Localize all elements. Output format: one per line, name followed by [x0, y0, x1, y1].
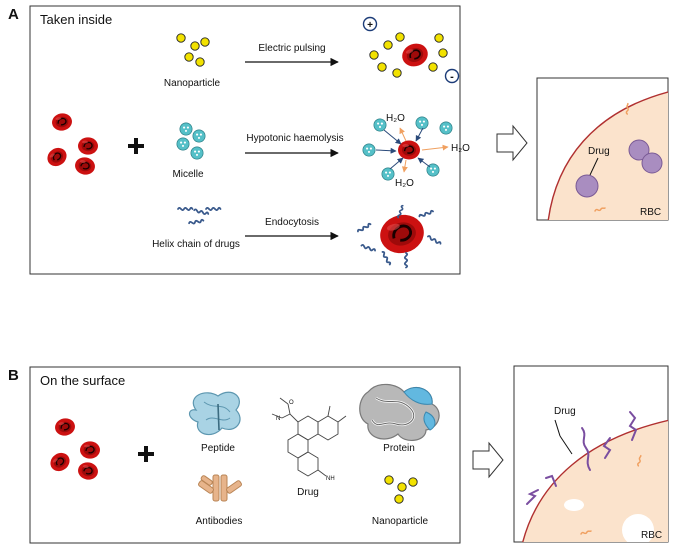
inset-a: Drug RBC [536, 77, 669, 221]
rbc-membrane-b [522, 419, 668, 542]
antibody-icon [198, 474, 242, 502]
peptide-icon [188, 391, 241, 436]
hypotonic-haemolysis-label: Hypotonic haemolysis [246, 133, 343, 144]
haemolysis-rbc-group: H₂O H₂O H₂O [362, 113, 470, 189]
inset-a-drug-label: Drug [588, 146, 610, 157]
water-label-right: H₂O [451, 143, 470, 154]
panel-b-title: On the surface [40, 373, 125, 388]
panel-a-letter: A [8, 6, 19, 23]
inset-b-drug-label: Drug [554, 406, 576, 417]
plus-icon-b [138, 446, 154, 462]
nanoparticle-label: Nanoparticle [164, 78, 221, 89]
peptide-label: Peptide [201, 443, 235, 454]
plus-charge-icon [362, 16, 378, 32]
panel-a-title: Taken inside [40, 12, 112, 27]
panel-b: B On the surface Peptide Antibodies [8, 365, 669, 544]
drug-sphere-3 [641, 152, 663, 174]
minus-charge-icon [444, 68, 460, 84]
minus-charge-label: - [450, 71, 454, 83]
electric-pulsing-label: Electric pulsing [258, 43, 325, 54]
open-arrow-a [496, 124, 528, 162]
water-label-bottom: H₂O [395, 178, 414, 189]
plus-icon-a [128, 138, 144, 154]
drug-sphere-2 [628, 139, 650, 161]
nanoparticle-label-b: Nanoparticle [372, 516, 429, 527]
protein-label: Protein [383, 443, 415, 454]
open-arrow-b [472, 441, 504, 479]
surface-drug-chains [526, 411, 638, 505]
svg-text:NH: NH [326, 476, 335, 482]
panel-a: A Taken inside Nanoparticle Electric pul… [8, 5, 669, 275]
svg-text:N: N [276, 416, 280, 422]
electroporated-rbc-group: + - [362, 16, 460, 84]
endocytosis-label: Endocytosis [265, 217, 319, 228]
micelle-label: Micelle [172, 169, 204, 180]
inset-a-rbc-label: RBC [640, 207, 661, 218]
inset-b: Drug RBC [513, 365, 669, 543]
protein-icon [359, 383, 440, 441]
drug-molecule-icon [271, 397, 347, 477]
antibodies-label: Antibodies [196, 516, 243, 527]
inset-b-rbc-label: RBC [641, 530, 662, 541]
water-label-top: H₂O [386, 113, 405, 124]
drug-label: Drug [297, 487, 319, 498]
helix-chain-label: Helix chain of drugs [152, 239, 240, 250]
drug-sphere-1 [575, 174, 599, 198]
plus-charge-label: + [367, 20, 373, 31]
panel-b-letter: B [8, 367, 19, 384]
svg-text:O: O [289, 400, 294, 406]
